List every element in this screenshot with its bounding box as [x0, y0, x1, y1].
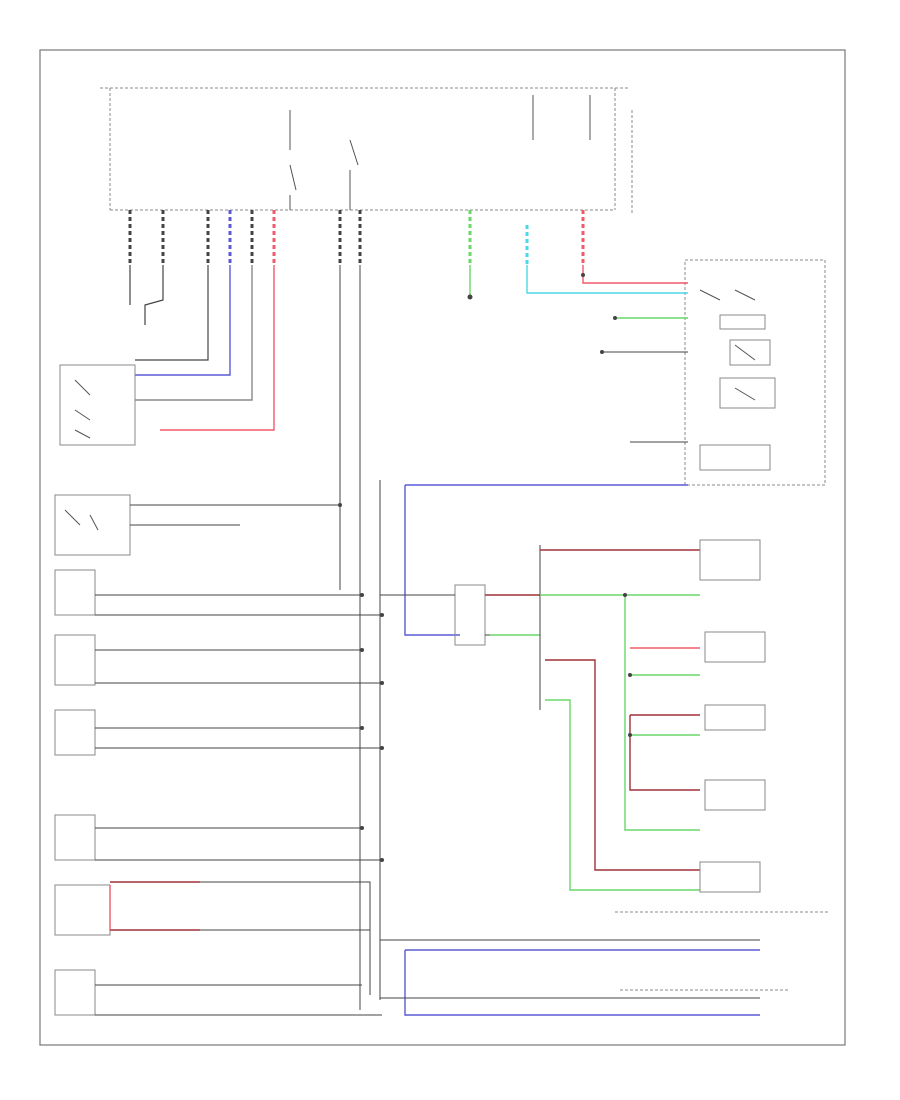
right-module-wires: [405, 265, 688, 486]
bottom-right-separators: [380, 911, 830, 999]
lower-left-red-wires: [109, 881, 371, 995]
center-ground-stub: [467, 265, 617, 354]
left-switch-wires: [95, 265, 382, 1016]
top-control-unit: [100, 87, 633, 215]
right-control-module: [684, 259, 826, 486]
junction-dots: [338, 503, 632, 862]
top-connector-pins: [128, 210, 585, 265]
left-switch-boxes: [54, 494, 131, 1016]
diagram-frame: [39, 49, 846, 1046]
right-switch-rows: [540, 539, 766, 893]
center-joint: [380, 545, 541, 710]
top-unit-switches: [289, 95, 591, 210]
headlight-switch-wiring: [59, 265, 275, 446]
left-ground-stubs: [129, 265, 209, 361]
center-blue-wires: [404, 485, 760, 1016]
